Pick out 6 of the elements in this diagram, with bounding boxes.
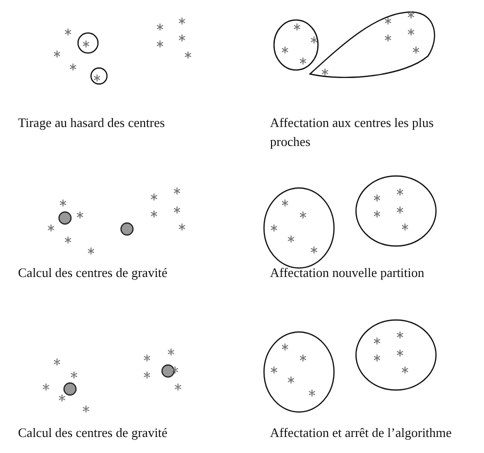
step-caption: Affectation et arrêt de l’algorithme xyxy=(270,424,453,442)
step-caption: Affectation aux centres les plus proches xyxy=(270,114,435,151)
step-caption: Calcul des centres de gravité xyxy=(18,264,168,282)
step-caption: Calcul des centres de gravité xyxy=(18,424,168,442)
step-caption: Tirage au hasard des centres xyxy=(18,114,166,132)
step-caption: Affectation nouvelle partition xyxy=(270,264,426,282)
